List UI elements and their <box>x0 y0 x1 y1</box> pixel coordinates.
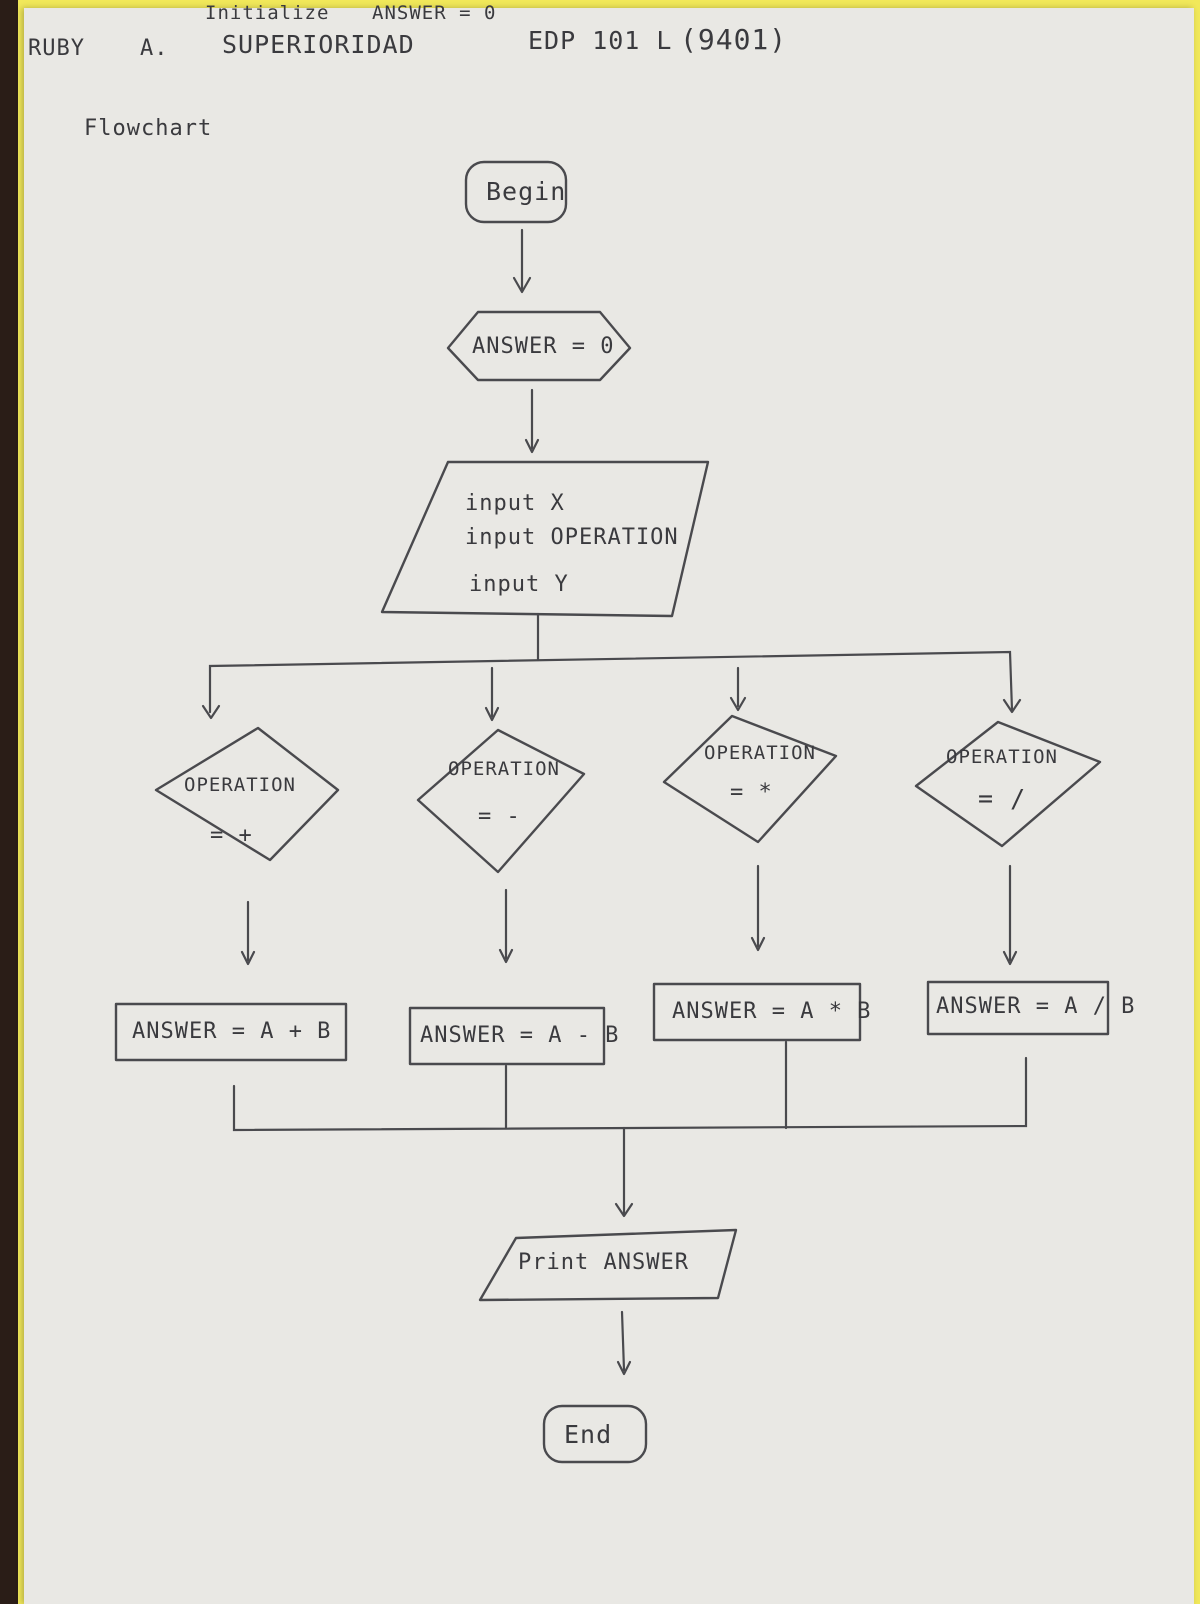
arrowhead-merge-output <box>614 1202 634 1218</box>
section-title: Flowchart <box>84 116 213 141</box>
arrowhead-decision-divide <box>1002 950 1018 966</box>
decision-divide-label: OPERATION <box>946 746 1058 768</box>
arrowhead-decision-add <box>240 950 256 966</box>
arrowhead-branch-2 <box>484 706 500 722</box>
decision-multiply-label: OPERATION <box>704 742 816 764</box>
edge-output-end <box>620 1310 626 1372</box>
output-parallelogram <box>478 1228 738 1302</box>
end-terminator <box>542 1404 648 1464</box>
process-add-text: ANSWER = A + B <box>132 1019 332 1044</box>
arrowhead-branch-3 <box>729 696 747 712</box>
decision-subtract <box>416 728 586 874</box>
decision-multiply-condition: = * <box>730 780 773 805</box>
decision-multiply <box>662 714 838 844</box>
input-parallelogram <box>380 460 710 618</box>
name-last: SUPERIORIDAD <box>222 30 415 59</box>
branch-bus <box>208 650 1014 714</box>
process-multiply-text: ANSWER = A * B <box>672 999 872 1024</box>
initialize-value: ANSWER = 0 <box>372 2 497 24</box>
merge-bus <box>232 1056 1028 1132</box>
process-divide <box>926 980 1110 1036</box>
process-multiply <box>652 982 862 1042</box>
arrowhead-branch-4 <box>1002 698 1022 714</box>
decision-add-label: OPERATION <box>184 774 296 796</box>
arrowhead-branch-1 <box>201 704 221 720</box>
input-line-y: input Y <box>469 572 569 597</box>
decision-divide <box>914 720 1102 848</box>
arrowhead-init-input <box>524 438 540 454</box>
begin-text: Begin <box>486 177 567 206</box>
arrowhead-output-end <box>616 1360 632 1376</box>
name-first: RUBY <box>28 36 85 61</box>
arrowhead-decision-multiply <box>750 936 766 952</box>
input-line-x: input X <box>465 491 565 516</box>
section-number: (9401) <box>680 23 788 56</box>
decision-add <box>154 726 340 862</box>
decision-subtract-condition: = - <box>478 804 521 829</box>
output-text: Print ANSWER <box>518 1250 689 1275</box>
init-hexagon <box>446 310 632 382</box>
process-subtract-text: ANSWER = A - B <box>420 1023 620 1048</box>
process-add <box>114 1002 348 1062</box>
course-code: EDP 101 L <box>528 26 673 55</box>
init-text: ANSWER = 0 <box>472 334 615 359</box>
arrowhead-begin-init <box>512 276 532 294</box>
decision-add-condition: = + <box>210 823 253 848</box>
decision-subtract-label: OPERATION <box>448 758 560 780</box>
input-line-operation: input OPERATION <box>465 525 679 550</box>
process-subtract <box>408 1006 606 1066</box>
end-text: End <box>564 1420 613 1449</box>
initialize-label: Initialize <box>205 2 330 24</box>
paper-sheet <box>24 8 1194 1604</box>
name-initial: A. <box>140 36 169 61</box>
arrowhead-decision-subtract <box>498 948 514 964</box>
process-divide-text: ANSWER = A / B <box>936 994 1136 1019</box>
begin-terminator <box>464 160 568 224</box>
decision-divide-condition: = / <box>978 784 1027 813</box>
